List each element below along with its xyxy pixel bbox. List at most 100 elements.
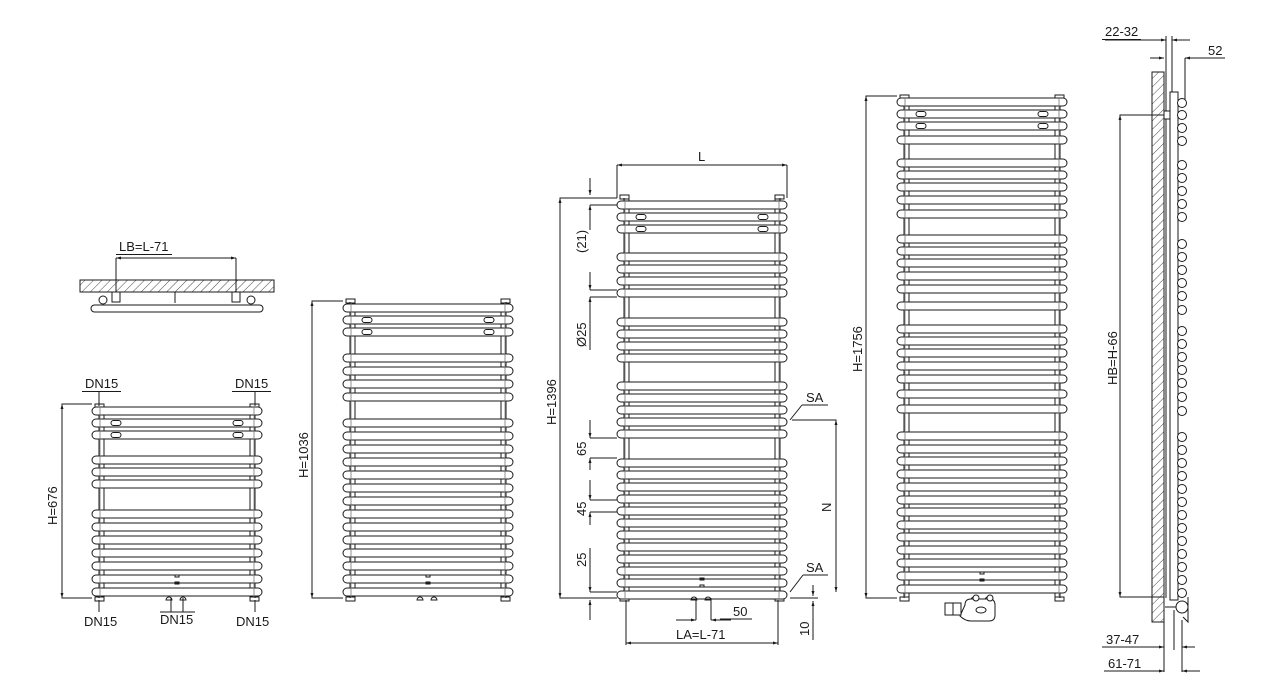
- radiator-bar: [342, 470, 514, 480]
- radiator-bar: [896, 558, 1068, 568]
- radiator-bar: [896, 301, 1068, 311]
- tube-section: [1177, 160, 1187, 170]
- dn15-top-left-label: DN15: [82, 377, 122, 392]
- radiator-bar: [342, 587, 514, 597]
- tube-section: [1177, 252, 1187, 262]
- radiator-bar: [342, 457, 514, 467]
- tube-section: [1177, 365, 1187, 375]
- tube-section: [1177, 445, 1187, 455]
- radiator-h1396: [616, 194, 788, 602]
- radiator-bar: [342, 392, 514, 402]
- radiator-bar: [896, 532, 1068, 542]
- radiator-bar: [342, 431, 514, 441]
- wall-hatch-side: [1151, 71, 1165, 623]
- n-label: N: [819, 502, 834, 512]
- dims-1756: [864, 95, 996, 622]
- radiator-bar: [896, 389, 1068, 399]
- radiator-bar: [616, 470, 788, 480]
- radiator-bar: [896, 284, 1068, 294]
- radiator-bar: [896, 246, 1068, 256]
- radiator-bar: [896, 234, 1068, 244]
- radiator-bar: [342, 444, 514, 454]
- dims-1036: [310, 300, 343, 599]
- tube-section: [1177, 212, 1187, 222]
- tube-section: [1177, 186, 1187, 196]
- tube-section: [1177, 562, 1187, 572]
- tube-section: [1177, 305, 1187, 315]
- tube-section: [1177, 326, 1187, 336]
- radiator-bar: [896, 182, 1068, 192]
- radiator-bar: [896, 456, 1068, 466]
- radiator-bar: [616, 288, 788, 298]
- radiator-bar: [896, 507, 1068, 517]
- tube-section: [1177, 199, 1187, 209]
- radiator-bar: [616, 417, 788, 427]
- top-view: [79, 256, 275, 313]
- tube-section: [1177, 123, 1187, 133]
- radiator-h1756: [896, 94, 1068, 602]
- h676-label: H=676: [45, 486, 60, 525]
- radiator-bar: [616, 482, 788, 492]
- radiator-bar: [896, 121, 1068, 131]
- radiator-bar: [896, 324, 1068, 334]
- tube-section: [1177, 510, 1187, 520]
- dim-45-label: 45: [574, 501, 589, 516]
- radiator-bar: [896, 444, 1068, 454]
- tube-section: [1177, 110, 1187, 120]
- radiator-bar: [342, 303, 514, 313]
- tube-section: [1177, 406, 1187, 416]
- radiator-bar: [91, 561, 263, 571]
- radiator-h1036: [342, 298, 514, 602]
- tube-section: [1177, 536, 1187, 546]
- radiator-bar: [342, 509, 514, 519]
- radiator-bar: [616, 405, 788, 415]
- tube-section: [1177, 432, 1187, 442]
- l-width-label: L: [698, 149, 706, 164]
- radiator-bar: [896, 361, 1068, 371]
- dn15-top-right-label: DN15: [232, 377, 272, 392]
- radiator-bar: [616, 494, 788, 504]
- radiator-bar: [896, 258, 1068, 268]
- tube-section: [1177, 339, 1187, 349]
- dim-61-71-label: 61-71: [1108, 656, 1142, 671]
- radiator-bar: [616, 506, 788, 516]
- dims-1396: [558, 163, 838, 645]
- radiator-bar: [896, 170, 1068, 180]
- tube-section: [1177, 291, 1187, 301]
- tube-section: [1177, 497, 1187, 507]
- radiator-bar: [896, 520, 1068, 530]
- radiator-bar: [342, 522, 514, 532]
- dim-50-label: 50: [733, 604, 748, 619]
- tube-section: [1177, 265, 1187, 275]
- radiator-bar: [616, 252, 788, 262]
- radiator-bar: [896, 109, 1068, 119]
- radiator-bar: [342, 327, 514, 337]
- radiator-bar: [91, 467, 263, 477]
- radiator-bar: [616, 554, 788, 564]
- radiator-bar: [896, 348, 1068, 358]
- dim-37-47-label: 37-47: [1106, 632, 1140, 647]
- radiator-bar: [91, 509, 263, 519]
- tube-section: [1177, 239, 1187, 249]
- dn15-bottom-right-label: DN15: [236, 614, 270, 629]
- radiator-bar: [896, 469, 1068, 479]
- radiator-bar: [896, 482, 1068, 492]
- radiator-bar: [616, 276, 788, 286]
- radiator-bar: [91, 479, 263, 489]
- dn15-bottom-left-label: DN15: [84, 614, 118, 629]
- radiator-bar: [896, 158, 1068, 168]
- radiator-bar: [896, 271, 1068, 281]
- tube-section: [1177, 523, 1187, 533]
- radiator-bar: [342, 535, 514, 545]
- sa-upper-label: SA: [806, 390, 824, 405]
- dim-25-label: 25: [574, 552, 589, 567]
- side-view: [1102, 36, 1225, 673]
- radiator-bar: [342, 496, 514, 506]
- tube-section: [1177, 352, 1187, 362]
- radiator-bar: [91, 406, 263, 416]
- radiator-bar: [616, 566, 788, 576]
- radiator-bar: [91, 535, 263, 545]
- radiator-bar: [896, 584, 1068, 594]
- tube-section: [1177, 378, 1187, 388]
